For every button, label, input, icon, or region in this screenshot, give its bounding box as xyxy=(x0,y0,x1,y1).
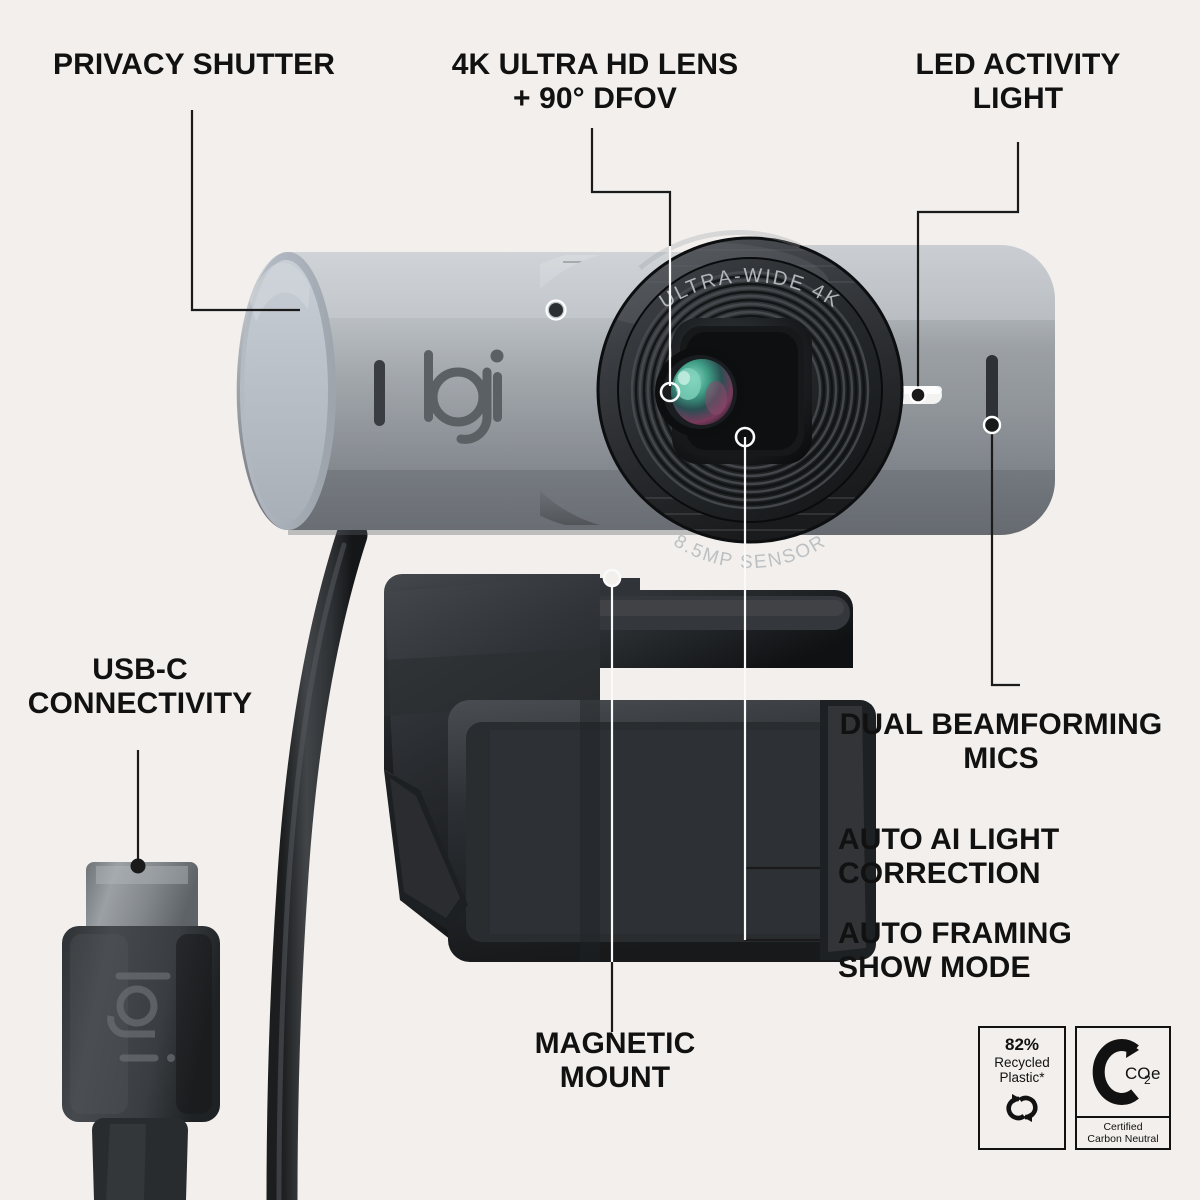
callout-magnetic-mount: MAGNETIC MOUNT xyxy=(534,1027,696,1094)
badge-carbon-footer-line2: Carbon Neutral xyxy=(1087,1132,1159,1145)
badge-carbon-footer: Certified Carbon Neutral xyxy=(1075,1115,1171,1148)
co2-sub: 2 xyxy=(1144,1073,1151,1087)
marker-usbc xyxy=(130,858,146,874)
privacy-shutter-cap xyxy=(240,252,336,530)
magnetic-mount xyxy=(384,574,876,962)
marker-led xyxy=(909,386,927,404)
leader-privacy-shutter xyxy=(190,110,300,312)
led-activity-light xyxy=(884,386,942,404)
lens-glass xyxy=(655,347,745,437)
marker-auto-framing xyxy=(734,426,756,448)
badge-recycled-plastic: 82% Recycled Plastic* xyxy=(978,1026,1066,1150)
mic-slot-right xyxy=(986,355,998,425)
marker-dual-mics xyxy=(982,415,1002,435)
callout-led-activity: LED ACTIVITY LIGHT xyxy=(915,48,1121,115)
co2e-icon: CO 2 e xyxy=(1077,1028,1169,1116)
leader-dual-mics xyxy=(990,432,1020,687)
webcam-body xyxy=(236,245,1055,535)
co2-suffix: e xyxy=(1151,1064,1160,1083)
badge-recycled-line2: Plastic* xyxy=(999,1069,1045,1085)
usb-c-connector xyxy=(62,862,220,1200)
leader-led-upper xyxy=(916,142,1020,320)
mic-slot-left xyxy=(374,360,385,426)
lens-marking-top: ULTRA-WIDE 4K xyxy=(656,265,845,313)
co2-text: CO xyxy=(1125,1064,1151,1083)
recycle-icon xyxy=(999,1088,1045,1133)
camera-lens-assembly: ULTRA-WIDE 4K 8.5MP SENSOR xyxy=(540,230,904,573)
callout-usb-c: USB-C CONNECTIVITY xyxy=(27,653,253,720)
badge-recycled-line1: Recycled xyxy=(994,1054,1050,1070)
callout-dual-mics: DUAL BEAMFORMING MICS xyxy=(839,708,1163,775)
callout-auto-framing: AUTO FRAMING SHOW MODE xyxy=(838,917,1072,984)
logi-wordmark xyxy=(424,349,504,444)
leader-lens-upper xyxy=(590,128,672,246)
usb-cable xyxy=(266,519,368,1200)
callout-lens: 4K ULTRA HD LENS + 90° DFOV xyxy=(451,48,739,115)
marker-magnetic-mount xyxy=(602,568,622,588)
marker-lens xyxy=(659,381,681,403)
connector-logi-emboss xyxy=(107,972,175,1062)
eco-badges: 82% Recycled Plastic* CO xyxy=(978,1026,1171,1150)
callout-auto-ai-light: AUTO AI LIGHT CORRECTION xyxy=(838,823,1060,890)
badge-carbon-neutral: CO 2 e Certified Carbon Neutral xyxy=(1075,1026,1171,1150)
callout-privacy-shutter: PRIVACY SHUTTER xyxy=(52,48,336,81)
badge-recycled-percent: 82% xyxy=(1004,1035,1040,1054)
badge-carbon-footer-line1: Certified xyxy=(1103,1120,1143,1133)
lens-marking-bottom: 8.5MP SENSOR xyxy=(670,531,830,573)
